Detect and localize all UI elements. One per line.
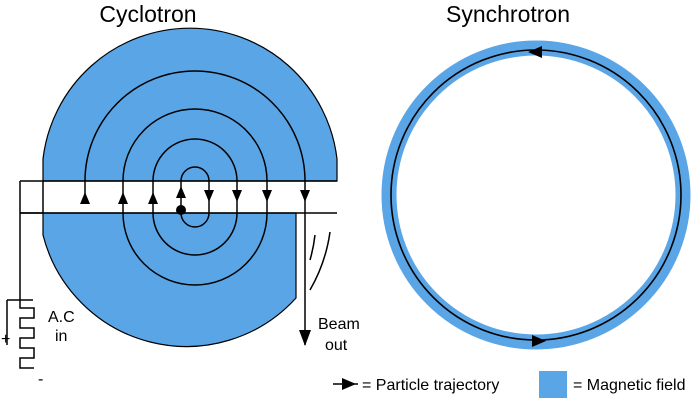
legend: = Particle trajectory = Magnetic field <box>333 371 686 398</box>
arrow-right-icon <box>333 378 358 390</box>
cyclotron-title: Cyclotron <box>99 1 196 27</box>
particle-source <box>176 205 186 215</box>
legend-field-label: = Magnetic field <box>573 377 686 394</box>
trajectory-arrows <box>80 186 311 346</box>
cyclotron-diagram: A.C in + - Beam out <box>1 27 360 388</box>
ac-in-label: in <box>55 328 67 345</box>
plus-sign: + <box>1 331 10 348</box>
orbit-arrow-bottom <box>532 335 546 347</box>
minus-sign: - <box>38 371 43 388</box>
orbit-arrow-top <box>528 46 542 58</box>
beam-out-label: out <box>325 337 348 354</box>
upper-dee <box>42 27 338 182</box>
beam-label: Beam <box>318 316 360 333</box>
synchrotron-title: Synchrotron <box>446 1 570 27</box>
synchrotron-diagram <box>381 40 691 350</box>
legend-trajectory-label: = Particle trajectory <box>362 377 499 394</box>
spiral-trajectory <box>84 70 331 345</box>
lower-dee <box>42 212 297 348</box>
ac-supply <box>6 181 44 369</box>
ac-label: A.C <box>48 309 75 326</box>
blue-square-icon <box>539 371 567 398</box>
